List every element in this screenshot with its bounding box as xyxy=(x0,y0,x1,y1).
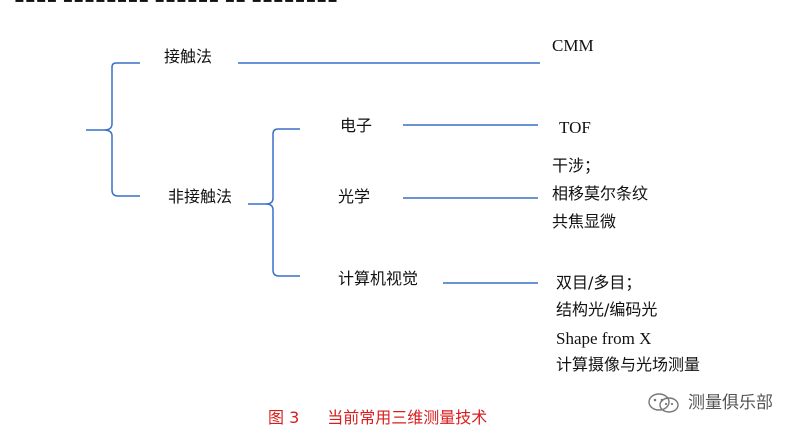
cmm-item: CMM xyxy=(552,36,594,55)
wechat-icon xyxy=(648,393,679,413)
tof-item: TOF xyxy=(559,118,591,137)
optical-item: 相移莫尔条纹 xyxy=(552,184,649,203)
watermark-text: 测量俱乐部 xyxy=(688,393,773,413)
noncontact-method-label: 非接触法 xyxy=(168,187,233,206)
electronic-label: 电子 xyxy=(340,116,373,135)
optical-item: 共焦显微 xyxy=(552,212,617,231)
vision-item: 计算摄像与光场测量 xyxy=(556,355,701,374)
figure-caption: 图 3 当前常用三维测量技术 xyxy=(268,408,487,428)
vision-item: 双目/多目； xyxy=(556,273,642,292)
optical-label: 光学 xyxy=(338,187,371,206)
watermark: 测量俱乐部 xyxy=(646,392,773,414)
vision-item: 结构光/编码光 xyxy=(556,300,658,319)
sub-brace xyxy=(248,128,300,277)
contact-method-label: 接触法 xyxy=(164,47,213,66)
vision-item: Shape from X xyxy=(556,329,652,348)
optical-item: 干涉； xyxy=(552,156,601,175)
figure-title: 当前常用三维测量技术 xyxy=(327,408,488,427)
main-brace xyxy=(86,62,140,197)
figure-number: 图 3 xyxy=(268,408,300,427)
cropped-header-text: ▪▪▪▪ ▪▪▪▪▪▪▪▪ ▪▪▪▪▪▪ ▪▪ ▪▪▪▪▪▪▪▪ xyxy=(14,0,338,7)
computer-vision-label: 计算机视觉 xyxy=(338,269,419,288)
